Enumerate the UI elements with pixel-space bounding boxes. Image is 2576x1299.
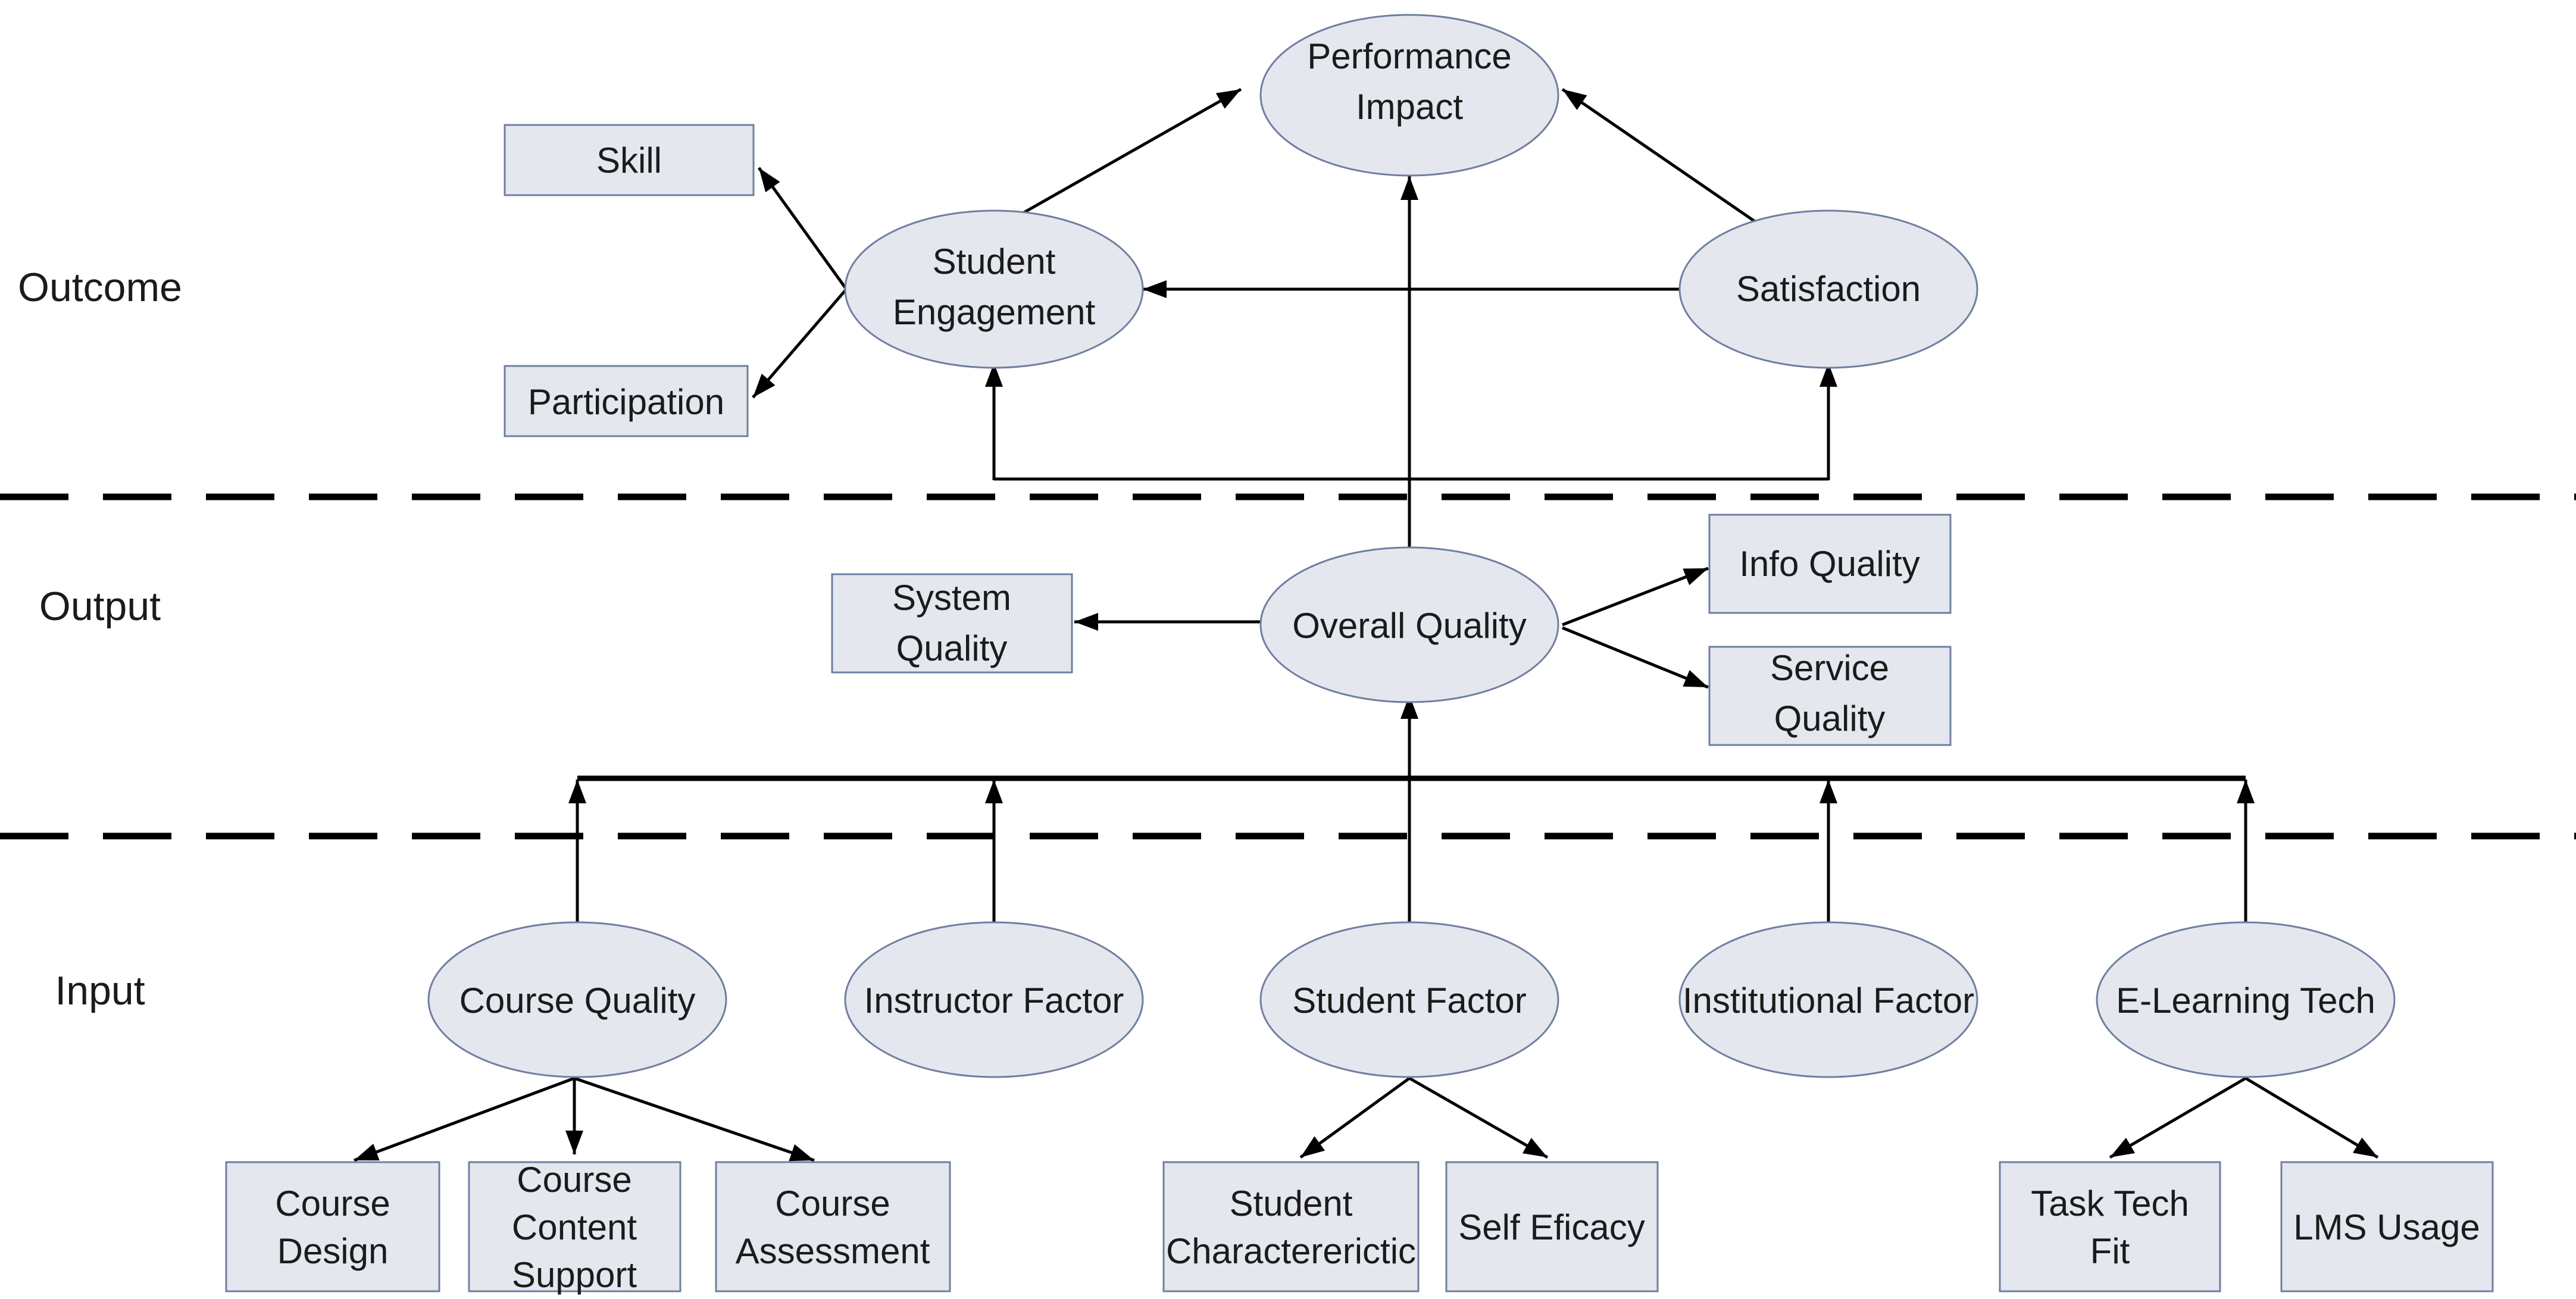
node-overall-quality: Overall Quality bbox=[1259, 546, 1559, 703]
svg-text:Self Eficacy: Self Eficacy bbox=[1458, 1207, 1645, 1247]
node-instructor-factor: Instructor Factor bbox=[844, 921, 1144, 1078]
node-student-engagement: Student Engagement bbox=[844, 209, 1144, 369]
svg-text:Performance: Performance bbox=[1307, 36, 1511, 76]
edge-elearning-to-lms bbox=[2244, 1076, 2379, 1159]
edge-engagement-to-skill bbox=[757, 167, 848, 290]
svg-text:E-Learning Tech: E-Learning Tech bbox=[2116, 981, 2375, 1021]
node-task-tech-fit: Task Tech Fit bbox=[1999, 1161, 2221, 1292]
node-course-design: Course Design bbox=[225, 1161, 440, 1292]
svg-text:Fit: Fit bbox=[2090, 1231, 2130, 1271]
svg-text:Quality: Quality bbox=[896, 628, 1008, 668]
edge-quality-to-info bbox=[1562, 566, 1709, 627]
node-satisfaction: Satisfaction bbox=[1678, 209, 1978, 369]
svg-text:Skill: Skill bbox=[596, 140, 662, 180]
svg-text:Info Quality: Info Quality bbox=[1739, 544, 1920, 584]
node-participation: Participation bbox=[504, 365, 749, 437]
edge-engagement-to-participation bbox=[752, 288, 848, 399]
svg-text:Participation: Participation bbox=[528, 382, 724, 422]
svg-text:Charactererictic: Charactererictic bbox=[1166, 1231, 1416, 1271]
edge-student-factor-to-characteristic bbox=[1299, 1076, 1411, 1159]
node-system-quality: System Quality bbox=[831, 573, 1073, 674]
node-service-quality: Service Quality bbox=[1708, 646, 1952, 746]
svg-text:Student: Student bbox=[933, 242, 1056, 281]
edge-course-quality-to-design bbox=[354, 1076, 575, 1162]
node-student-characteristic: Student Charactererictic bbox=[1162, 1161, 1420, 1292]
svg-text:Course: Course bbox=[275, 1184, 390, 1223]
svg-text:Overall Quality: Overall Quality bbox=[1292, 606, 1526, 646]
node-info-quality: Info Quality bbox=[1708, 514, 1952, 614]
svg-text:Course: Course bbox=[775, 1184, 890, 1223]
svg-text:Task Tech: Task Tech bbox=[2031, 1184, 2189, 1223]
node-self-efficacy: Self Eficacy bbox=[1445, 1161, 1659, 1292]
layer-label-input: Input bbox=[55, 968, 145, 1013]
node-elearning-tech: E-Learning Tech bbox=[2096, 921, 2396, 1078]
svg-text:Service: Service bbox=[1770, 648, 1889, 688]
svg-text:Quality: Quality bbox=[1774, 699, 1886, 738]
svg-text:Instructor Factor: Instructor Factor bbox=[864, 981, 1124, 1021]
svg-text:Assessment: Assessment bbox=[736, 1231, 930, 1271]
edge-satisfaction-to-performance bbox=[1561, 87, 1763, 228]
node-course-content-support: Course Content Support bbox=[468, 1160, 681, 1295]
svg-text:Course Quality: Course Quality bbox=[459, 981, 696, 1021]
node-student-factor: Student Factor bbox=[1259, 921, 1559, 1078]
edge-quality-to-service bbox=[1562, 626, 1709, 689]
svg-text:System: System bbox=[892, 578, 1011, 618]
svg-text:Content: Content bbox=[512, 1207, 637, 1247]
svg-text:Student: Student bbox=[1230, 1184, 1353, 1223]
svg-text:Design: Design bbox=[277, 1231, 389, 1271]
svg-text:Engagement: Engagement bbox=[893, 292, 1096, 332]
edge-engagement-to-performance bbox=[999, 87, 1242, 228]
svg-text:Satisfaction: Satisfaction bbox=[1736, 269, 1921, 309]
edge-elearning-to-task-fit bbox=[2109, 1076, 2247, 1159]
svg-text:Support: Support bbox=[512, 1255, 637, 1295]
svg-text:Impact: Impact bbox=[1356, 87, 1463, 127]
node-skill: Skill bbox=[504, 124, 755, 196]
edge-student-factor-to-efficacy bbox=[1408, 1076, 1549, 1159]
edge-course-quality-to-assessment bbox=[574, 1076, 815, 1162]
node-lms-usage: LMS Usage bbox=[2280, 1161, 2494, 1292]
node-institutional-factor: Institutional Factor bbox=[1678, 921, 1978, 1078]
node-performance-impact: Performance Impact bbox=[1259, 14, 1559, 177]
svg-text:LMS Usage: LMS Usage bbox=[2293, 1207, 2480, 1247]
svg-text:Course: Course bbox=[517, 1160, 632, 1200]
layer-label-outcome: Outcome bbox=[18, 265, 182, 310]
node-course-assessment: Course Assessment bbox=[715, 1161, 951, 1292]
node-course-quality: Course Quality bbox=[427, 921, 727, 1078]
svg-text:Student Factor: Student Factor bbox=[1292, 981, 1527, 1021]
layer-label-output: Output bbox=[39, 584, 161, 629]
svg-text:Institutional Factor: Institutional Factor bbox=[1683, 981, 1974, 1021]
